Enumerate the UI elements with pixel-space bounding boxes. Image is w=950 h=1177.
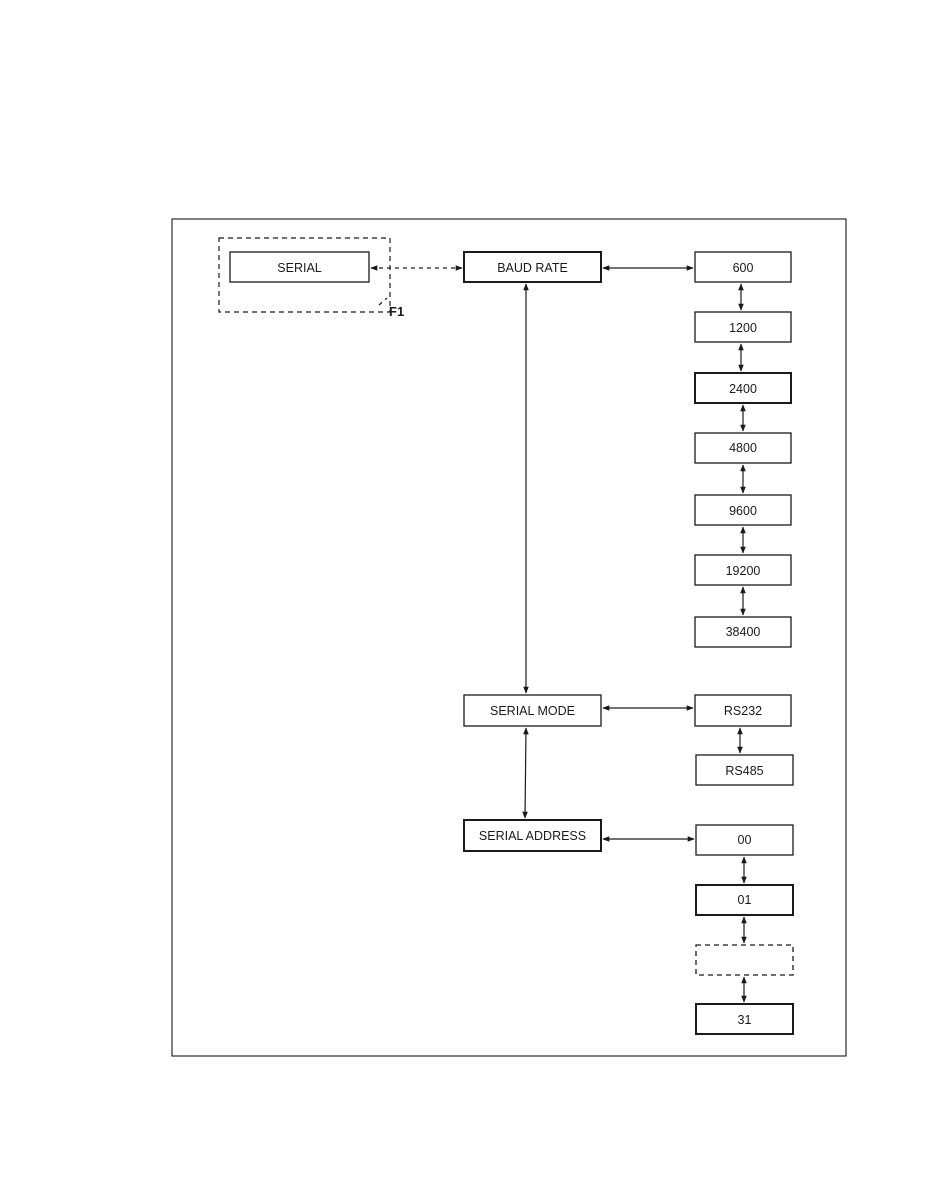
address-option-31[interactable]: 31 <box>696 1004 793 1034</box>
address-option-label: 31 <box>738 1013 752 1027</box>
baud-option-label: 1200 <box>729 321 757 335</box>
baud-option-600[interactable]: 600 <box>695 252 791 282</box>
serial-node[interactable]: SERIAL <box>230 252 369 282</box>
serial-address-node[interactable]: SERIAL ADDRESS <box>464 820 601 851</box>
baud-option-label: 38400 <box>726 625 761 639</box>
baud-option-label: 600 <box>733 261 754 275</box>
baud-rate-node-label: BAUD RATE <box>497 261 568 275</box>
address-option-label: 00 <box>738 833 752 847</box>
address-option-01[interactable]: 01 <box>696 885 793 915</box>
mode-address-connector <box>525 728 526 818</box>
f1-pointer-line <box>379 298 387 305</box>
baud-option-label: 2400 <box>729 382 757 396</box>
baud-option-4800[interactable]: 4800 <box>695 433 791 463</box>
baud-option-2400[interactable]: 2400 <box>695 373 791 403</box>
serial-mode-node[interactable]: SERIAL MODE <box>464 695 601 726</box>
baud-option-label: 9600 <box>729 504 757 518</box>
address-option-label: 01 <box>738 893 752 907</box>
address-option-ellipsis <box>696 945 793 975</box>
mode-option-rs232[interactable]: RS232 <box>695 695 791 726</box>
serial-node-label: SERIAL <box>277 261 322 275</box>
baud-option-38400[interactable]: 38400 <box>695 617 791 647</box>
baud-option-label: 19200 <box>726 564 761 578</box>
mode-option-rs485[interactable]: RS485 <box>696 755 793 785</box>
baud-rate-node[interactable]: BAUD RATE <box>464 252 601 282</box>
mode-option-label: RS232 <box>724 704 762 718</box>
address-option-00[interactable]: 00 <box>696 825 793 855</box>
serial-address-node-label: SERIAL ADDRESS <box>479 829 586 843</box>
serial-mode-node-label: SERIAL MODE <box>490 704 575 718</box>
baud-option-9600[interactable]: 9600 <box>695 495 791 525</box>
baud-option-19200[interactable]: 19200 <box>695 555 791 585</box>
baud-option-1200[interactable]: 1200 <box>695 312 791 342</box>
baud-option-label: 4800 <box>729 441 757 455</box>
f1-label: F1 <box>389 304 404 319</box>
mode-option-label: RS485 <box>725 764 763 778</box>
